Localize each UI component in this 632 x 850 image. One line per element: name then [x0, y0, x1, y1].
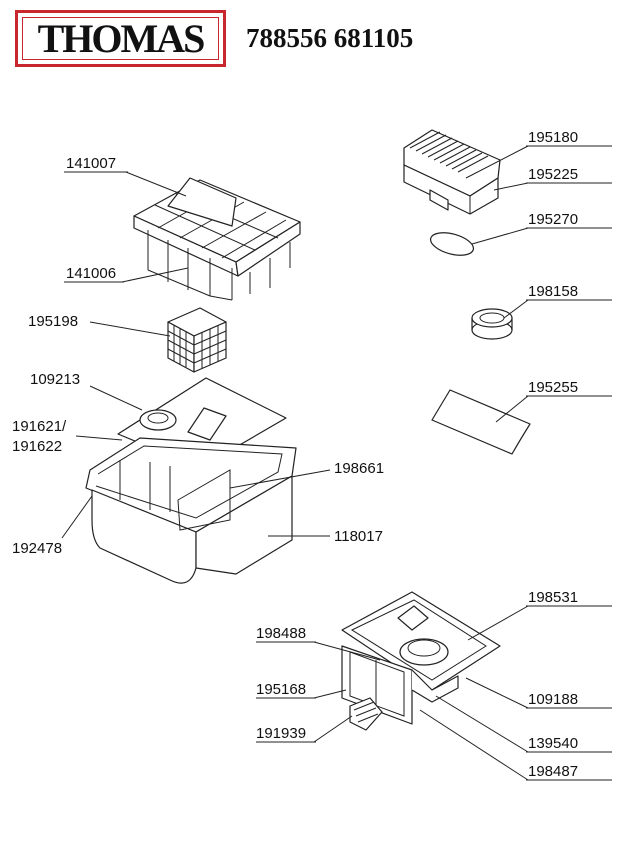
label-195180: 195180: [528, 129, 578, 146]
label-109188: 109188: [528, 691, 578, 708]
part-198531-bottom-assembly: [341, 591, 501, 731]
label-191939: 191939: [256, 725, 306, 742]
label-192478: 192478: [12, 540, 62, 557]
part-198158-ring-valve: [471, 308, 513, 340]
model-number: 788556 681105: [246, 23, 414, 53]
label-198661: 198661: [334, 460, 384, 477]
label-198158: 198158: [528, 283, 578, 300]
label-141007: 141007: [66, 155, 116, 172]
label-195270: 195270: [528, 211, 578, 228]
logo-text: THOMAS: [37, 16, 206, 61]
part-118017-dust-container: [85, 377, 297, 584]
label-191621: 191621/: [12, 418, 67, 435]
part-141007-grid-insert: [133, 177, 301, 301]
label-198487: 198487: [528, 763, 578, 780]
label-191622: 191622: [12, 438, 62, 455]
thomas-logo: THOMAS: [15, 10, 226, 67]
label-195255: 195255: [528, 379, 578, 396]
label-198531: 198531: [528, 589, 578, 606]
leader-lines: [61, 145, 612, 781]
label-198488: 198488: [256, 625, 306, 642]
label-118017: 118017: [334, 528, 383, 545]
label-195168: 195168: [256, 681, 306, 698]
label-195225: 195225: [528, 166, 578, 183]
part-195180-filter-cartridge: [403, 129, 501, 215]
part-195270-pad: [429, 232, 475, 256]
part-195198-mesh-cube: [167, 307, 227, 373]
label-141006: 141006: [66, 265, 116, 282]
label-195198: 195198: [28, 313, 78, 330]
label-139540: 139540: [528, 735, 578, 752]
part-195255-plate: [431, 389, 531, 455]
logo-frame: [22, 17, 219, 60]
label-109213: 109213: [30, 371, 80, 388]
